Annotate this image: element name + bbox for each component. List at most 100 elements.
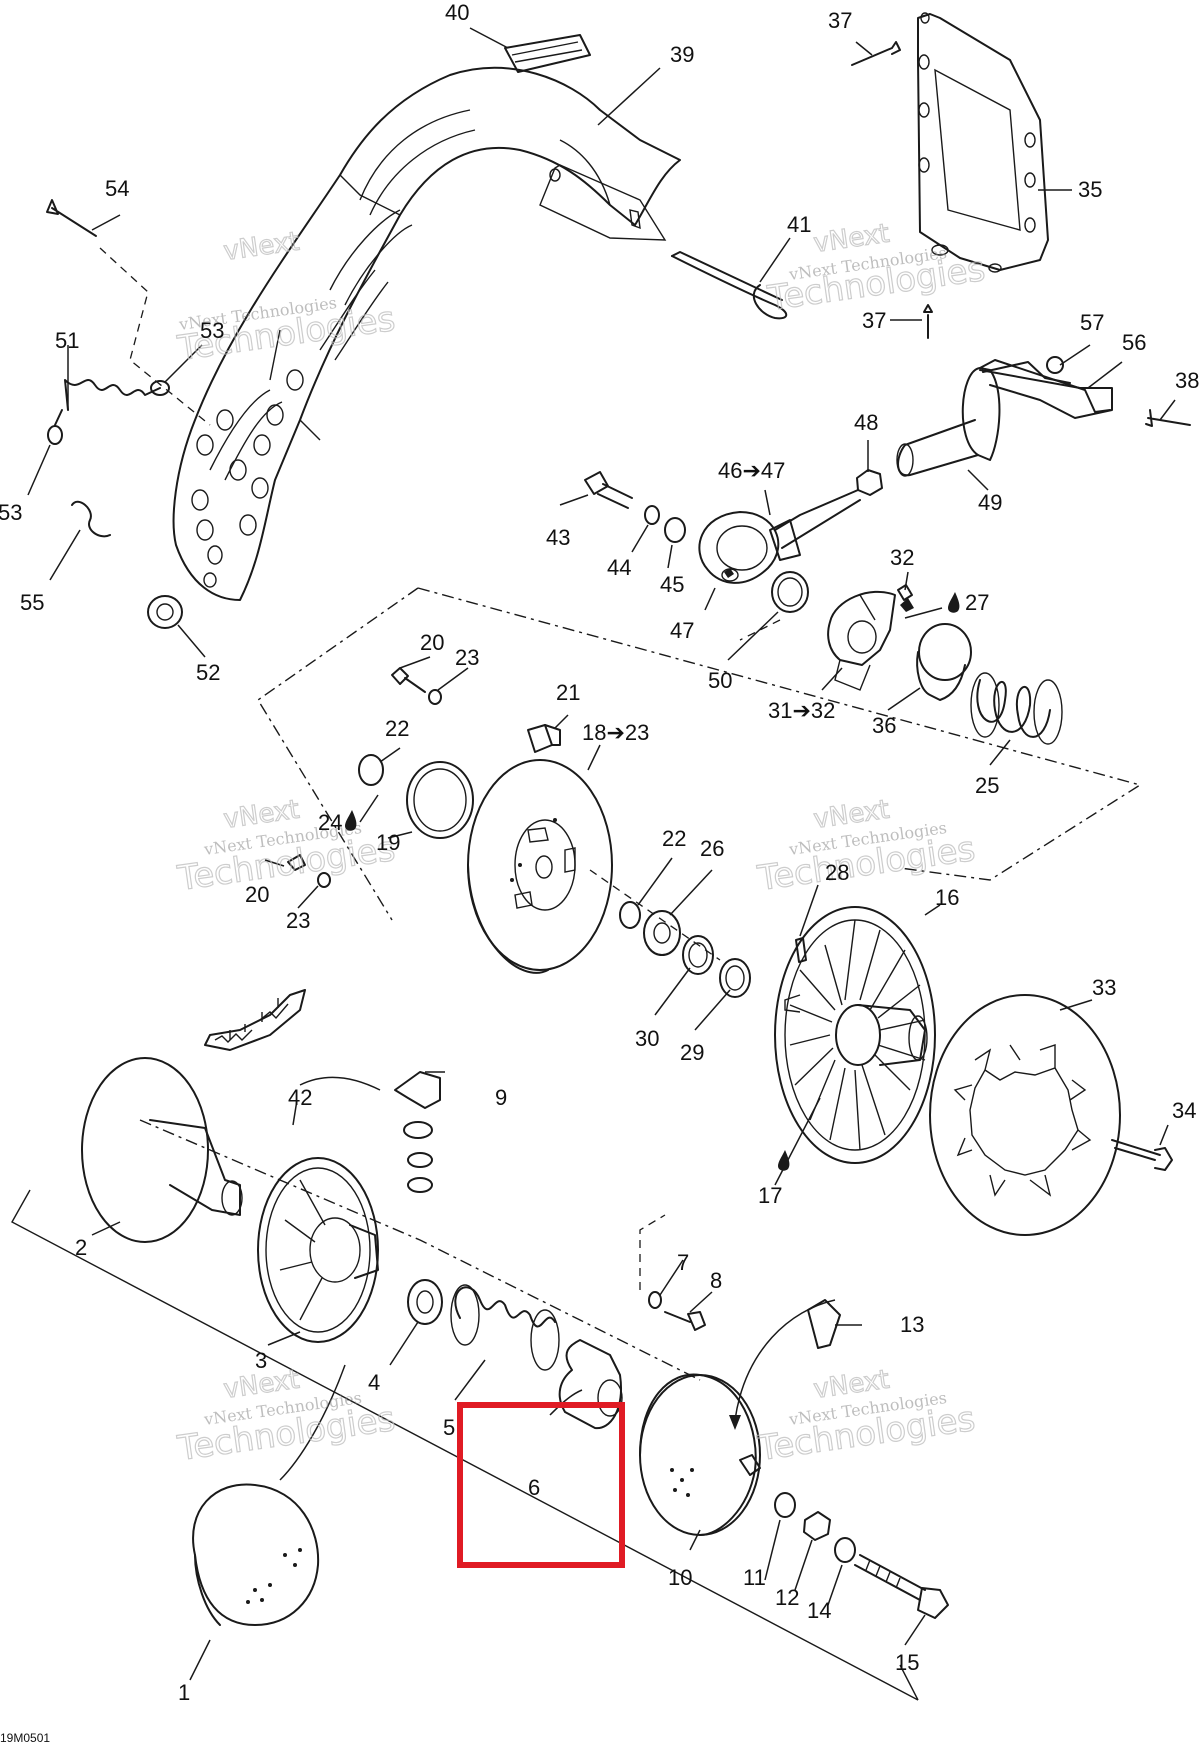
callout-56: 56 (1122, 330, 1146, 355)
sheave-2 (81, 1057, 243, 1243)
screw-32 (897, 584, 913, 601)
callout-5: 5 (443, 1415, 455, 1440)
callout-2: 2 (75, 1235, 87, 1260)
callout-10: 10 (668, 1565, 692, 1590)
spring-5 (450, 1284, 560, 1371)
reference-code: 19M0501 (0, 1731, 50, 1745)
decal-13 (807, 1299, 841, 1349)
callout-23-top: 23 (455, 645, 479, 670)
bushing-36 (916, 623, 972, 701)
callout-32: 32 (890, 545, 914, 570)
cam-31 (827, 590, 914, 691)
clip-55 (71, 500, 111, 538)
bolt-15 (854, 1554, 949, 1619)
callout-23-bottom: 23 (286, 908, 310, 933)
callout-26: 26 (700, 836, 724, 861)
washer-29 (719, 958, 751, 998)
washer-57 (1046, 356, 1064, 374)
sheave-3 (257, 1157, 379, 1343)
callout-19: 19 (376, 830, 400, 855)
rivet-38 (1145, 409, 1191, 427)
callout-4: 4 (368, 1370, 380, 1395)
callout-52: 52 (196, 660, 220, 685)
callout-22-top: 22 (385, 716, 409, 741)
callout-6: 6 (528, 1475, 540, 1500)
bolt-20-bottom (287, 854, 306, 871)
washer-11 (774, 1492, 796, 1518)
callout-24: 24 (318, 810, 342, 835)
callout-35: 35 (1078, 177, 1102, 202)
callout-18: 18➔23 (582, 720, 649, 745)
callout-3: 3 (255, 1348, 267, 1373)
roller-bracket-9 (394, 1071, 441, 1109)
callout-14: 14 (807, 1598, 831, 1623)
oil-drop-icon (778, 1150, 790, 1171)
nut-48 (856, 469, 883, 496)
callout-50: 50 (708, 668, 732, 693)
callout-20-top: 20 (420, 630, 444, 655)
callout-28: 28 (825, 860, 849, 885)
rivet-37-top (851, 41, 901, 66)
oil-drop-icon (345, 810, 357, 831)
callout-53-top: 53 (200, 318, 224, 343)
callout-22-bottom: 22 (662, 826, 686, 851)
callout-55: 55 (20, 590, 44, 615)
leader-lines (27, 27, 1176, 1681)
decal-40 (504, 34, 591, 73)
callout-39: 39 (670, 42, 694, 67)
shaft-49 (896, 361, 1113, 477)
callout-20-bottom: 20 (245, 882, 269, 907)
callout-17: 17 (758, 1183, 782, 1208)
rivet-37-bottom (923, 304, 933, 339)
callout-41: 41 (787, 212, 811, 237)
o-ring-50 (771, 571, 809, 613)
cover-10 (639, 1373, 761, 1536)
screw-8 (664, 1311, 706, 1331)
callout-31: 31➔32 (768, 698, 835, 723)
retaining-pin-41 (671, 255, 788, 320)
callout-48: 48 (854, 410, 878, 435)
washer-7 (648, 1291, 662, 1309)
bracket-35 (917, 12, 1049, 273)
callout-7: 7 (677, 1250, 689, 1275)
callout-54: 54 (105, 176, 129, 201)
callout-51: 51 (55, 328, 79, 353)
callout-30: 30 (635, 1026, 659, 1051)
o-ring-22-bottom (619, 901, 641, 929)
callout-43: 43 (546, 525, 570, 550)
callout-44: 44 (607, 555, 631, 580)
watermarks: vNext Technologies vNext Technologies vN… (174, 218, 988, 1470)
callout-33: 33 (1092, 975, 1116, 1000)
eyelet-53-top (150, 380, 170, 396)
washer-30 (682, 935, 714, 975)
hub-16 (774, 906, 936, 1164)
callout-45: 45 (660, 572, 684, 597)
seal-19 (406, 761, 474, 839)
callout-38: 38 (1175, 368, 1199, 393)
callout-27: 27 (965, 590, 989, 615)
callout-37-bottom: 37 (862, 308, 886, 333)
bushing-6 (558, 1339, 623, 1430)
callout-57: 57 (1080, 310, 1104, 335)
roller-9b (407, 1152, 433, 1168)
callout-47: 47 (670, 618, 694, 643)
callout-49: 49 (978, 490, 1002, 515)
roller-9a (403, 1121, 433, 1139)
callout-42: 42 (288, 1085, 312, 1110)
tab-21 (527, 724, 553, 753)
callout-40: 40 (445, 0, 469, 25)
callout-37-top: 37 (828, 8, 852, 33)
o-ring-22-top (358, 754, 384, 786)
washer-26 (643, 910, 681, 956)
washer-44 (644, 505, 660, 525)
highlight-box (457, 1402, 625, 1568)
wire-51 (64, 379, 161, 411)
pin-28 (795, 937, 807, 963)
callout-53-bottom: 53 (0, 500, 22, 525)
spring-25 (970, 672, 1063, 745)
callout-8: 8 (710, 1268, 722, 1293)
callout-11: 11 (743, 1565, 766, 1590)
bolt-20-top (391, 667, 426, 693)
sheave-18 (467, 759, 613, 974)
callout-21: 21 (556, 680, 580, 705)
